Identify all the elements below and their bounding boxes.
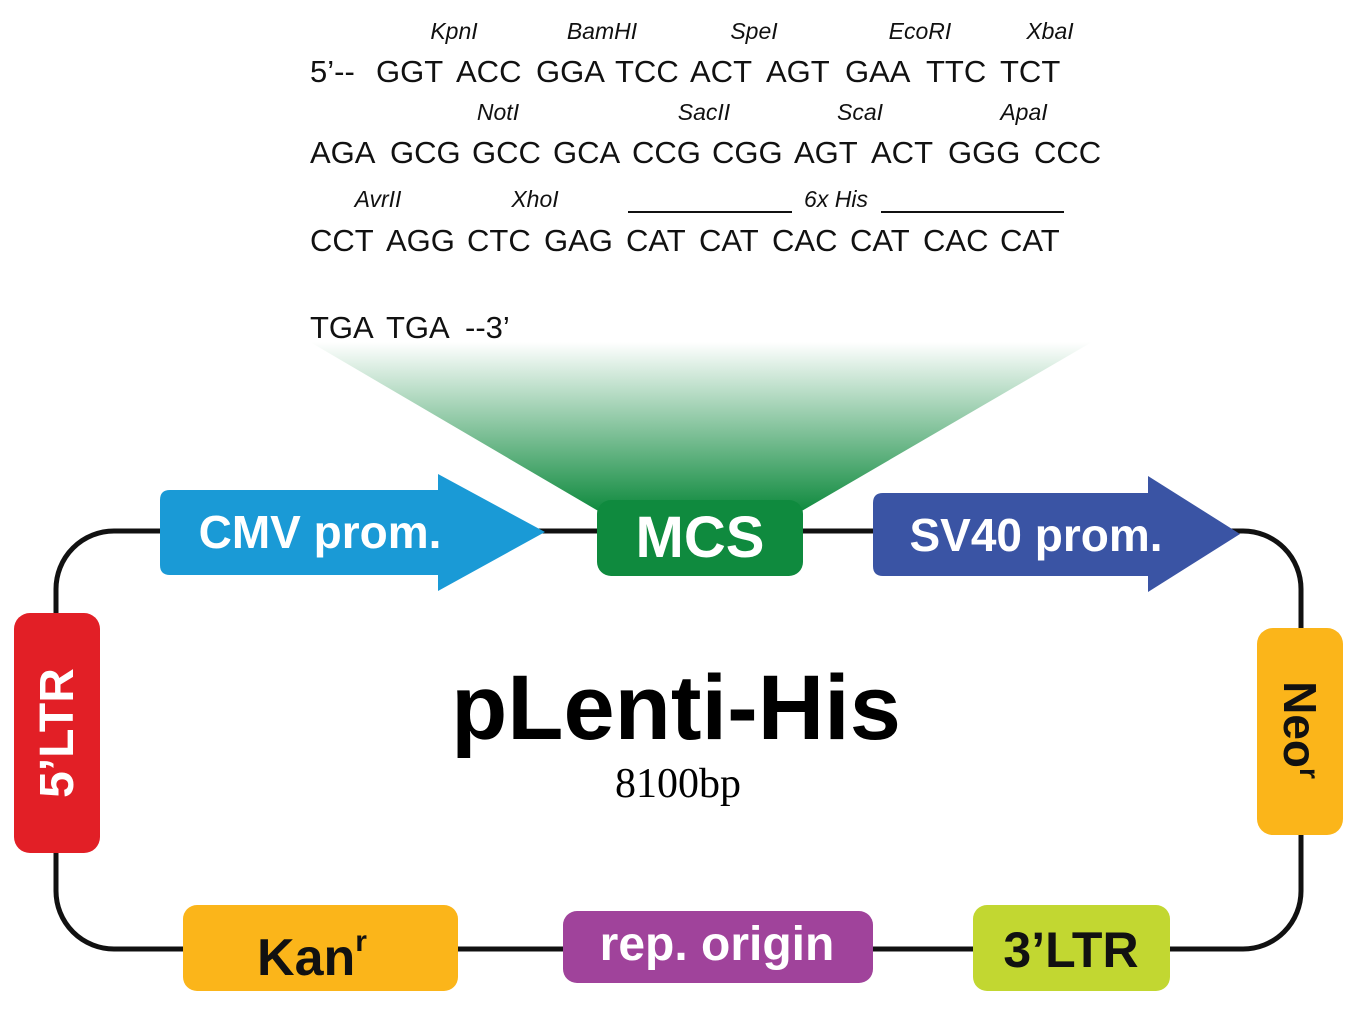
site-label-sacii: SacII bbox=[678, 99, 731, 125]
codon: ACC bbox=[456, 54, 521, 89]
kan-resistance-feature[interactable]: Kanr bbox=[183, 905, 458, 991]
mcs-feature[interactable]: MCS bbox=[597, 500, 803, 576]
site-label-spei: SpeI bbox=[730, 18, 778, 44]
codon: CTC bbox=[467, 223, 531, 258]
site-label-apai: ApaI bbox=[998, 99, 1048, 125]
his-tag-label: 6x His bbox=[804, 186, 868, 212]
ltr3-label: 3’LTR bbox=[1003, 922, 1138, 978]
codon: CCC bbox=[1034, 135, 1101, 170]
sv40-promoter-label: SV40 prom. bbox=[909, 509, 1162, 561]
codon: TCT bbox=[1000, 54, 1060, 89]
codon: CCG bbox=[632, 135, 701, 170]
site-label-avrii: AvrII bbox=[353, 186, 402, 212]
sequence-row-2: NotI SacII ScaI ApaI AGA GCG GCC GCA CCG… bbox=[310, 99, 1101, 170]
neo-box bbox=[1257, 628, 1343, 835]
codon: GAA bbox=[845, 54, 911, 89]
ltr5-feature[interactable]: 5’LTR bbox=[14, 613, 100, 853]
codon: GGT bbox=[376, 54, 443, 89]
cmv-promoter-feature[interactable]: CMV prom. bbox=[160, 474, 545, 591]
ltr5-label: 5’LTR bbox=[31, 668, 84, 798]
kan-label: Kanr bbox=[257, 925, 367, 987]
ltr3-box bbox=[973, 905, 1170, 991]
mcs-sequence: KpnI BamHI SpeI EcoRI XbaI 5’-- GGT ACC … bbox=[310, 18, 1101, 345]
mcs-expansion-fan bbox=[310, 342, 1092, 512]
stop-codon: TGA bbox=[386, 310, 450, 345]
codon: CAC bbox=[923, 223, 988, 258]
site-label-scai: ScaI bbox=[837, 99, 884, 125]
sv40-promoter-feature[interactable]: SV40 prom. bbox=[873, 476, 1240, 592]
codon: TTC bbox=[926, 54, 986, 89]
neo-resistance-feature[interactable]: Neor bbox=[1257, 628, 1343, 835]
site-label-kpni: KpnI bbox=[430, 18, 478, 44]
codon: AGA bbox=[310, 135, 376, 170]
codon: CAT bbox=[626, 223, 686, 258]
codon: CAT bbox=[1000, 223, 1060, 258]
site-label-xbai: XbaI bbox=[1025, 18, 1074, 44]
sequence-row-4: TGA TGA --3’ bbox=[310, 310, 510, 345]
site-label-xhoi: XhoI bbox=[510, 186, 559, 212]
ltr5-box bbox=[14, 613, 100, 853]
site-label-noti: NotI bbox=[477, 99, 520, 125]
kan-box bbox=[183, 905, 458, 991]
sequence-row-1: KpnI BamHI SpeI EcoRI XbaI 5’-- GGT ACC … bbox=[310, 18, 1074, 89]
five-prime-end: 5’-- bbox=[310, 54, 355, 89]
neo-label: Neor bbox=[1274, 681, 1326, 779]
codon: GCG bbox=[390, 135, 461, 170]
site-label-bamhi: BamHI bbox=[567, 18, 638, 44]
codon: ACT bbox=[871, 135, 933, 170]
replication-origin-feature[interactable]: rep. origin bbox=[563, 911, 873, 983]
site-label-ecori: EcoRI bbox=[889, 18, 952, 44]
mcs-box bbox=[597, 500, 803, 576]
codon: GAG bbox=[544, 223, 613, 258]
stop-codon: TGA bbox=[310, 310, 374, 345]
codon: GCC bbox=[472, 135, 541, 170]
codon: CAT bbox=[699, 223, 759, 258]
cmv-promoter-label: CMV prom. bbox=[199, 506, 442, 558]
codon: TCC bbox=[615, 54, 679, 89]
plasmid-name: pLenti-His bbox=[451, 657, 901, 759]
ltr3-feature[interactable]: 3’LTR bbox=[973, 905, 1170, 991]
codon: CGG bbox=[712, 135, 783, 170]
replication-origin-box bbox=[563, 911, 873, 983]
mcs-label: MCS bbox=[636, 505, 765, 570]
three-prime-end: --3’ bbox=[465, 310, 510, 345]
codon: GGA bbox=[536, 54, 605, 89]
codon: AGT bbox=[766, 54, 830, 89]
codon: AGT bbox=[794, 135, 858, 170]
sv40-promoter-arrow bbox=[873, 476, 1240, 592]
replication-origin-label: rep. origin bbox=[600, 918, 835, 971]
codon: CCT bbox=[310, 223, 374, 258]
codon: ACT bbox=[690, 54, 752, 89]
codon: CAT bbox=[850, 223, 910, 258]
plasmid-size: 8100bp bbox=[615, 761, 741, 807]
sequence-row-3: AvrII XhoI 6x His CCT AGG CTC GAG CAT CA… bbox=[310, 186, 1064, 258]
codon: CAC bbox=[772, 223, 837, 258]
codon: AGG bbox=[386, 223, 455, 258]
codon: GGG bbox=[948, 135, 1020, 170]
codon: GCA bbox=[553, 135, 621, 170]
cmv-promoter-arrow bbox=[160, 474, 545, 591]
